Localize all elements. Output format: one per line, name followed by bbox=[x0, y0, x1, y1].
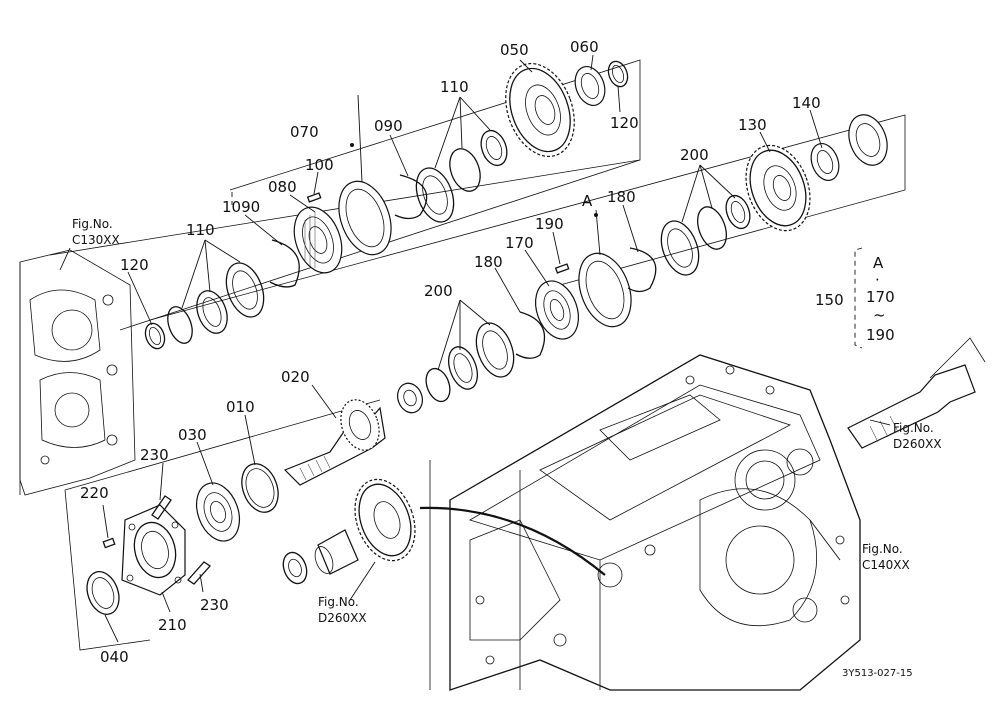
group150-to: 190 bbox=[866, 326, 895, 344]
label-130: 130 bbox=[738, 116, 767, 134]
part-140-bushing bbox=[810, 143, 840, 181]
label-180-left: 180 bbox=[474, 253, 503, 271]
part-080-synchro-hub bbox=[293, 206, 343, 274]
part-050-gear bbox=[505, 62, 575, 158]
label-180-right: 180 bbox=[607, 188, 636, 206]
label-010: 010 bbox=[226, 398, 255, 416]
label-190: 190 bbox=[535, 215, 564, 233]
part-A-sleeve bbox=[578, 213, 632, 328]
d260-bushing bbox=[314, 529, 359, 575]
label-220: 220 bbox=[80, 484, 109, 502]
left-housing-c130 bbox=[19, 249, 136, 496]
leader-lines bbox=[59, 54, 891, 643]
part-210-flange bbox=[121, 504, 186, 596]
part-bearing-right bbox=[848, 114, 888, 166]
label-040: 040 bbox=[100, 648, 129, 666]
part-180-left-spring bbox=[515, 311, 546, 359]
label-080: 080 bbox=[268, 178, 297, 196]
part-100-key bbox=[306, 192, 322, 203]
middle-panel-frame bbox=[149, 114, 906, 321]
part-030-bearing bbox=[195, 482, 241, 542]
part-090-right-spring bbox=[394, 174, 428, 220]
figref-d260-right-line1: Fig.No. bbox=[893, 421, 934, 435]
part-060-bushing bbox=[574, 66, 606, 106]
part-120-right-ring bbox=[607, 60, 629, 88]
part-070-sleeve bbox=[338, 143, 392, 256]
part-170-synchro-hub bbox=[534, 280, 580, 340]
group150-tilde: ~ bbox=[873, 306, 886, 324]
part-200-right-rings bbox=[660, 194, 751, 276]
part-090-left-spring bbox=[269, 239, 300, 288]
label-140: 140 bbox=[792, 94, 821, 112]
part-230-lower-bolt bbox=[187, 561, 211, 585]
label-210: 210 bbox=[158, 616, 187, 634]
part-010-snap-ring bbox=[241, 463, 279, 513]
part-bearing-small bbox=[397, 382, 423, 414]
part-190-key bbox=[554, 263, 570, 274]
figref-d260-right-line2: D260XX bbox=[893, 437, 942, 451]
part-130-gear bbox=[745, 144, 811, 232]
part-120-left-ring bbox=[144, 322, 166, 350]
label-060: 060 bbox=[570, 38, 599, 56]
part-020-shaft bbox=[283, 399, 386, 486]
label-230-upper: 230 bbox=[140, 446, 169, 464]
figref-c140-line2: C140XX bbox=[862, 558, 910, 572]
part-200-left-rings bbox=[425, 322, 515, 403]
d260-washer bbox=[282, 551, 308, 585]
pinion-shaft bbox=[847, 337, 986, 449]
label-100: 100 bbox=[305, 156, 334, 174]
figref-d260-bottom-line2: D260XX bbox=[318, 611, 367, 625]
d260-gear bbox=[354, 478, 416, 562]
figref-c130-line2: C130XX bbox=[72, 233, 120, 247]
label-110-left: 110 bbox=[186, 221, 215, 239]
label-120-left: 120 bbox=[120, 256, 149, 274]
figref-c130-line1: Fig.No. bbox=[72, 217, 113, 231]
label-200-left: 200 bbox=[424, 282, 453, 300]
label-A-mid: A bbox=[582, 192, 593, 210]
label-200-right: 200 bbox=[680, 146, 709, 164]
part-110-right-rings bbox=[415, 129, 508, 223]
label-020: 020 bbox=[281, 368, 310, 386]
label-150: 150 bbox=[815, 291, 844, 309]
label-170: 170 bbox=[505, 234, 534, 252]
part-180-right-spring bbox=[627, 247, 657, 293]
label-070: 070 bbox=[290, 123, 319, 141]
part-230-upper-bolt bbox=[151, 495, 172, 520]
figref-c140-line1: Fig.No. bbox=[862, 542, 903, 556]
lower-panel-frame bbox=[64, 399, 431, 690]
label-1090: 1090 bbox=[222, 198, 260, 216]
group-150-callout: 150 A · 170 ~ 190 bbox=[815, 254, 895, 344]
group150-from: 170 bbox=[866, 288, 895, 306]
label-030: 030 bbox=[178, 426, 207, 444]
label-230-lower: 230 bbox=[200, 596, 229, 614]
part-040-ring bbox=[86, 571, 120, 615]
drawing-code: 3Y513-027-15 bbox=[842, 668, 913, 679]
label-090-right: 090 bbox=[374, 117, 403, 135]
label-120-right: 120 bbox=[610, 114, 639, 132]
part-110-left-rings bbox=[167, 262, 265, 344]
label-050: 050 bbox=[500, 41, 529, 59]
label-110-upper-right: 110 bbox=[440, 78, 469, 96]
assembly-leader-curve bbox=[419, 506, 606, 576]
figref-d260-bottom-line1: Fig.No. bbox=[318, 595, 359, 609]
main-housing-c140 bbox=[449, 354, 861, 691]
part-220-pin bbox=[102, 537, 116, 549]
group150-a: A bbox=[873, 254, 884, 272]
group150-dot: · bbox=[875, 271, 880, 289]
